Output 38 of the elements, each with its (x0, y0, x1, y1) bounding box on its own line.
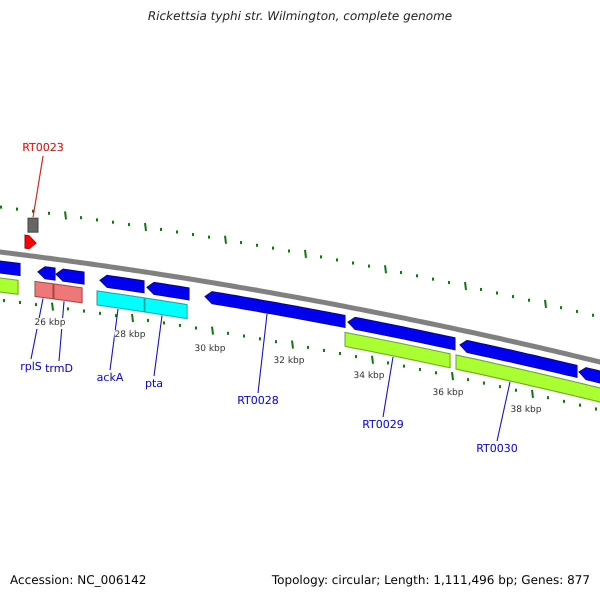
cds-feature (144, 297, 188, 320)
leader-line (32, 156, 44, 218)
scale-label: 28 kbp (114, 330, 146, 341)
footer-text: Topology: circular; Length: 1,111,496 bp; Genes: 877 (272, 574, 590, 587)
gene-label: pta (144, 377, 164, 390)
title: Rickettsia typhi str. Wilmington, complete genome (148, 10, 452, 23)
gene-feature (347, 316, 456, 350)
cds-feature (54, 283, 82, 304)
cds-feature (344, 332, 450, 368)
scale-label: 36 kbp (432, 388, 464, 399)
gene-feature (146, 282, 190, 300)
gene-label: rplS (20, 360, 42, 373)
scale-label: 38 kbp (510, 405, 542, 416)
leader-line (110, 308, 118, 370)
gene-feature (99, 274, 144, 294)
gene-feature (37, 266, 56, 281)
gene-label: trmD (45, 362, 73, 375)
gene-label: RT0029 (362, 418, 404, 431)
footer-text: Accession: NC_006142 (10, 574, 146, 587)
leader-line (382, 356, 394, 418)
gene-marker-icon (24, 218, 38, 250)
gene-label: ackA (96, 371, 124, 384)
gene-label: RT0030 (476, 442, 518, 455)
cds-feature (0, 276, 18, 295)
leader-line (258, 314, 268, 394)
scale-label: 34 kbp (354, 371, 384, 382)
gene-label: RT0028 (237, 394, 279, 407)
gene-feature (204, 291, 346, 328)
gene-feature (459, 340, 578, 378)
scale-label: 32 kbp (274, 356, 304, 367)
gene-label: RT0023 (22, 141, 64, 154)
scale-label: 26 kbp (34, 318, 66, 329)
gene-feature (578, 367, 600, 386)
scale-label: 30 kbp (194, 344, 226, 355)
gene-feature (0, 259, 20, 276)
gene-feature (55, 268, 84, 285)
cds-feature (34, 280, 54, 300)
cds-feature (96, 290, 144, 312)
